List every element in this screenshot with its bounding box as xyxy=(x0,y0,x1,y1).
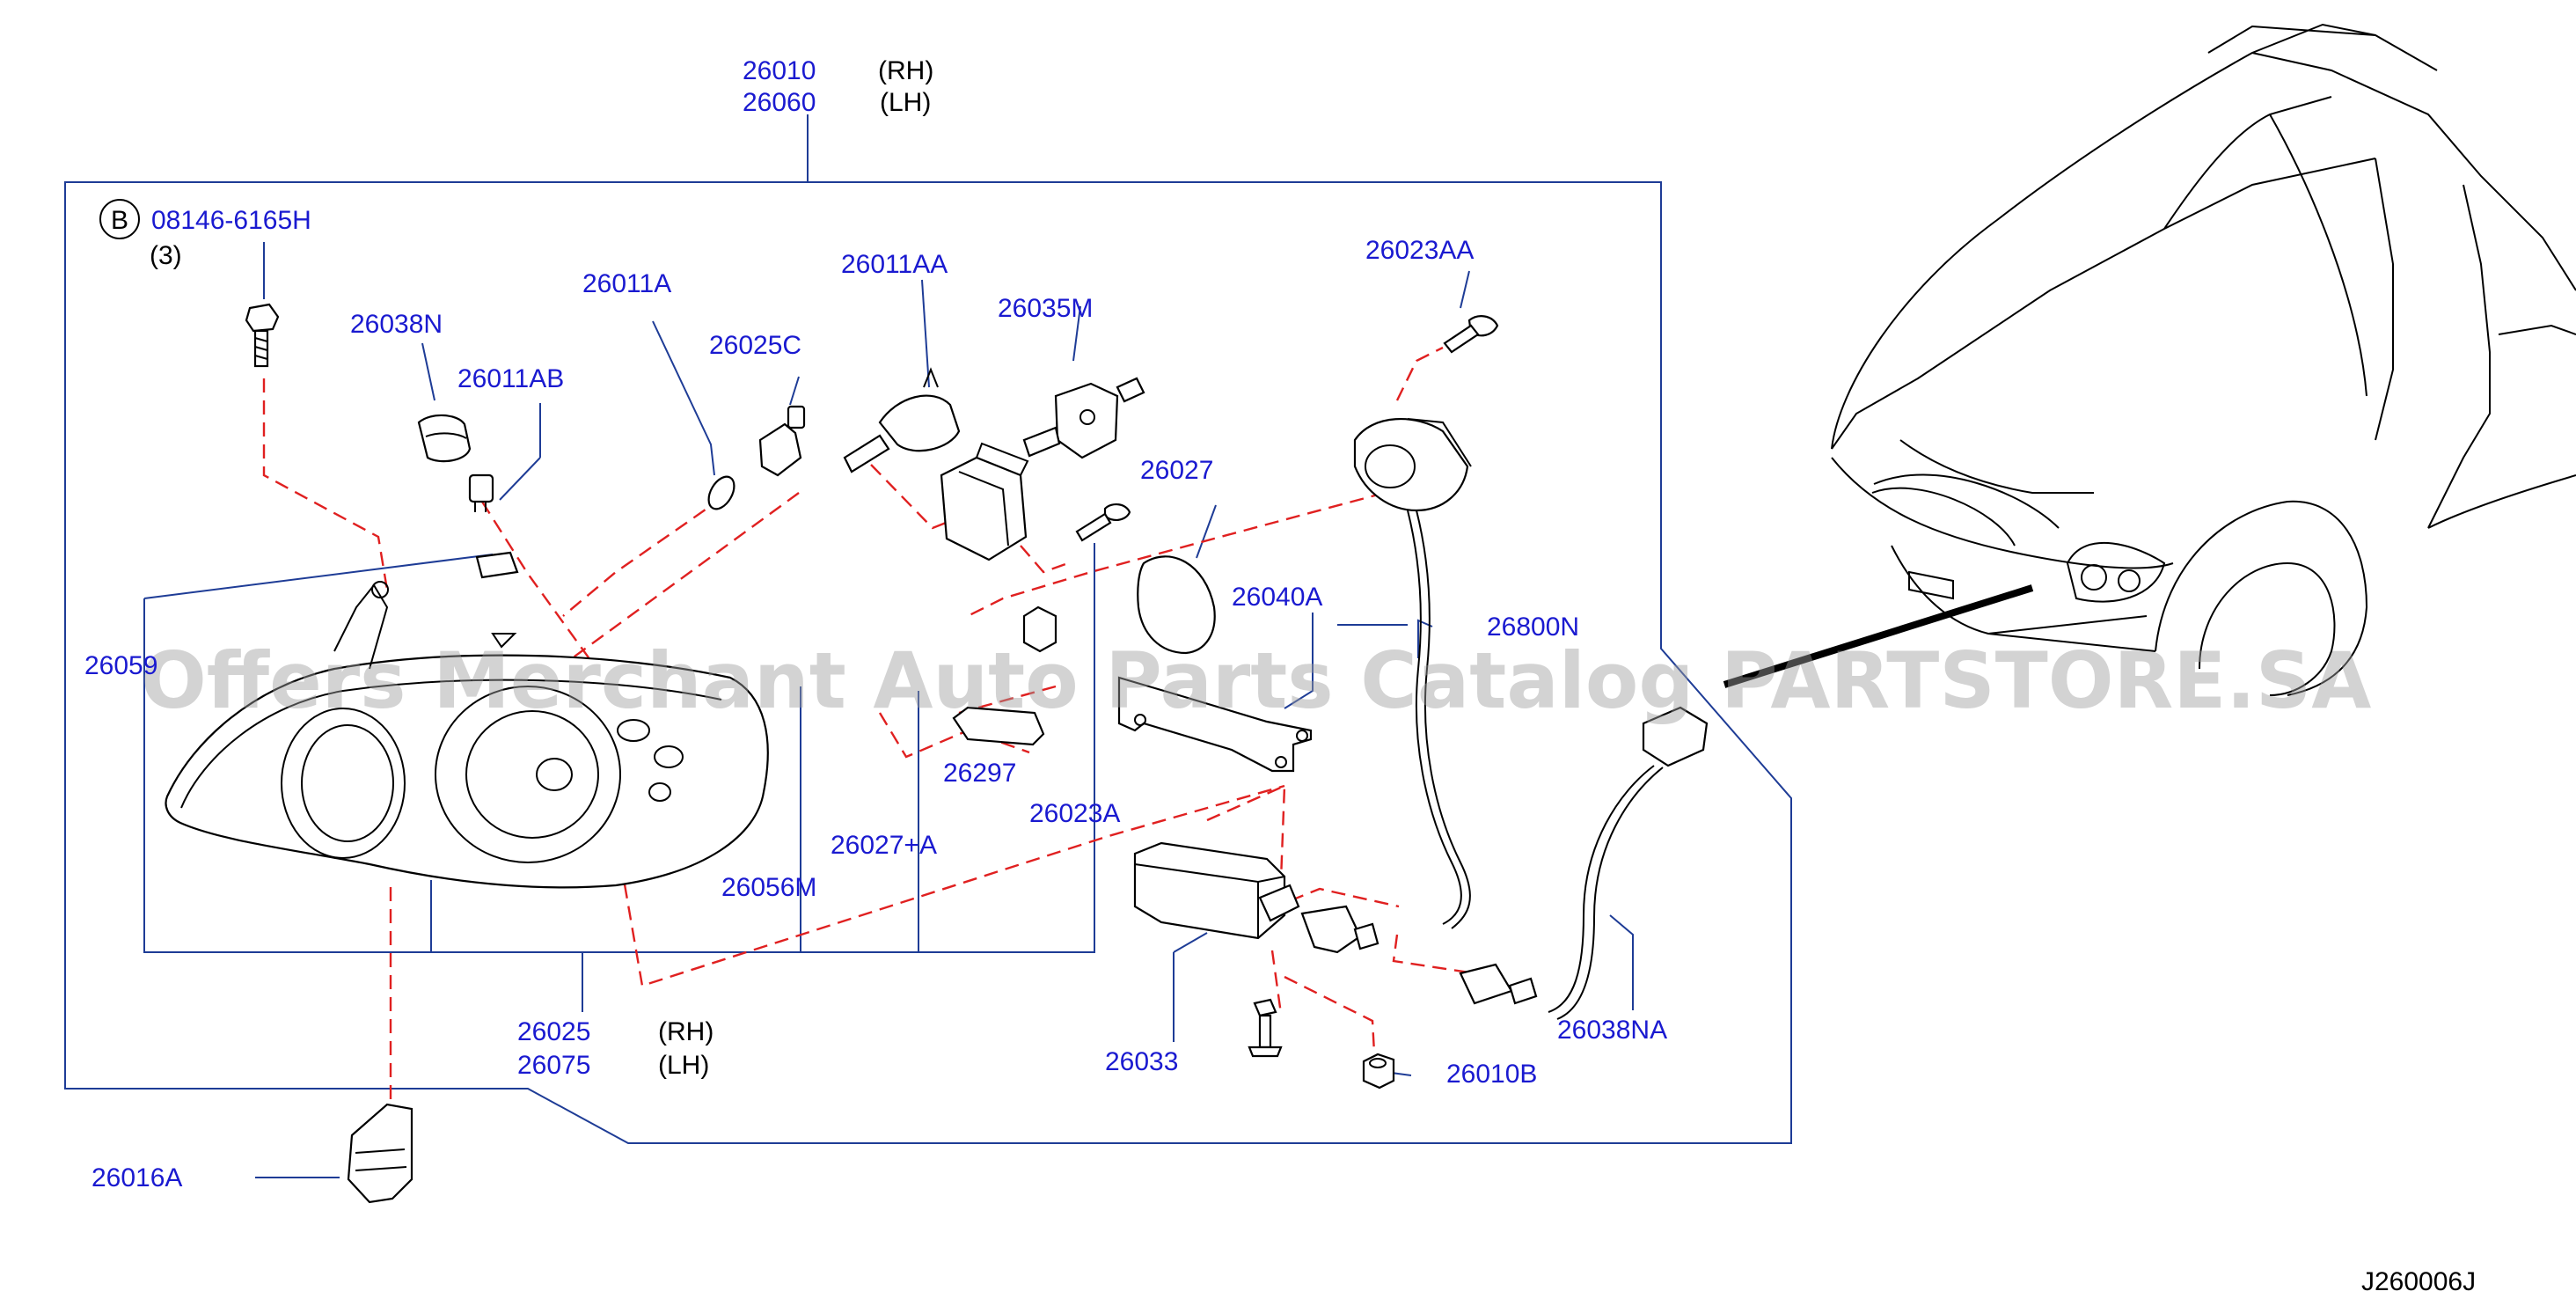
harness-26800N-drawing xyxy=(1300,510,1471,954)
label-26056M[interactable]: 26056M xyxy=(721,873,816,902)
label-26035M[interactable]: 26035M xyxy=(998,294,1093,323)
label-bolt-qty: (3) xyxy=(150,241,182,270)
ballast-26035M-drawing xyxy=(940,442,1029,561)
bolt-26033-drawing xyxy=(1248,998,1283,1058)
label-08146-6165H[interactable]: 08146-6165H xyxy=(151,206,311,235)
socket-26038N-drawing xyxy=(417,414,472,463)
label-26297[interactable]: 26297 xyxy=(943,759,1016,788)
headlamp-assembly-drawing xyxy=(165,551,769,889)
screw-26023AA-drawing xyxy=(1443,315,1499,354)
clip-26016A-drawing xyxy=(347,1103,413,1204)
label-26027A[interactable]: 26027+A xyxy=(831,831,937,860)
label-26800N[interactable]: 26800N xyxy=(1487,613,1579,642)
label-26011A[interactable]: 26011A xyxy=(582,269,671,298)
screw-26023A-drawing xyxy=(1075,503,1131,542)
label-26011AA[interactable]: 26011AA xyxy=(841,250,948,279)
label-26033[interactable]: 26033 xyxy=(1105,1047,1178,1076)
label-assy-rh-num[interactable]: 26010 xyxy=(743,56,816,85)
bolt-08146-drawing xyxy=(245,303,280,368)
label-26040A[interactable]: 26040A xyxy=(1232,583,1322,612)
watermark: Offers Merchant Auto Parts Catalog PARTS… xyxy=(141,635,2371,726)
label-26027[interactable]: 26027 xyxy=(1140,456,1213,485)
bolt-marker-circle xyxy=(99,199,140,239)
car-drawing xyxy=(1831,23,2576,696)
harness-26038NA-drawing xyxy=(1459,706,1709,1020)
label-26011AB[interactable]: 26011AB xyxy=(457,364,564,393)
car-pointer-arrow xyxy=(1723,584,2034,688)
label-lamp-rh-side: (RH) xyxy=(658,1017,714,1046)
bracket-26040A-drawing xyxy=(1117,676,1313,773)
bulb-26011A-drawing xyxy=(707,475,735,510)
label-assy-rh-side: (RH) xyxy=(878,56,933,85)
bulb-26011AB-drawing xyxy=(468,473,494,512)
label-26010B[interactable]: 26010B xyxy=(1446,1060,1537,1089)
label-lamp-lh-side: (LH) xyxy=(658,1051,709,1080)
label-26016A[interactable]: 26016A xyxy=(91,1163,182,1192)
part-26059-drawing xyxy=(952,605,1057,746)
nut-26010B-drawing xyxy=(1362,1053,1395,1090)
socket-26025C-drawing xyxy=(758,405,806,477)
lamp-frame xyxy=(143,543,1095,953)
diagram-id-code: J260006J xyxy=(2361,1267,2476,1296)
label-26038N[interactable]: 26038N xyxy=(350,310,443,339)
label-26023AA[interactable]: 26023AA xyxy=(1365,236,1474,265)
bolt-marker: B xyxy=(111,206,128,235)
control-unit-26033-drawing xyxy=(1133,841,1300,940)
label-lamp-rh-num[interactable]: 26025 xyxy=(517,1017,590,1046)
label-assy-lh-num[interactable]: 26060 xyxy=(743,88,816,117)
cap-26027-drawing xyxy=(1137,555,1216,655)
label-26038NA[interactable]: 26038NA xyxy=(1557,1016,1667,1045)
bulb-26011AA-drawing xyxy=(843,367,961,473)
label-lamp-lh-num[interactable]: 26075 xyxy=(517,1051,590,1080)
assembly-frame xyxy=(64,181,1792,1144)
actuator-26035M-drawing xyxy=(1022,377,1145,459)
label-assy-lh-side: (LH) xyxy=(880,88,931,117)
igniter-26023AA-drawing xyxy=(1353,418,1472,512)
label-26059[interactable]: 26059 xyxy=(84,651,157,680)
label-26025C[interactable]: 26025C xyxy=(709,331,801,360)
label-26023A[interactable]: 26023A xyxy=(1029,799,1120,828)
